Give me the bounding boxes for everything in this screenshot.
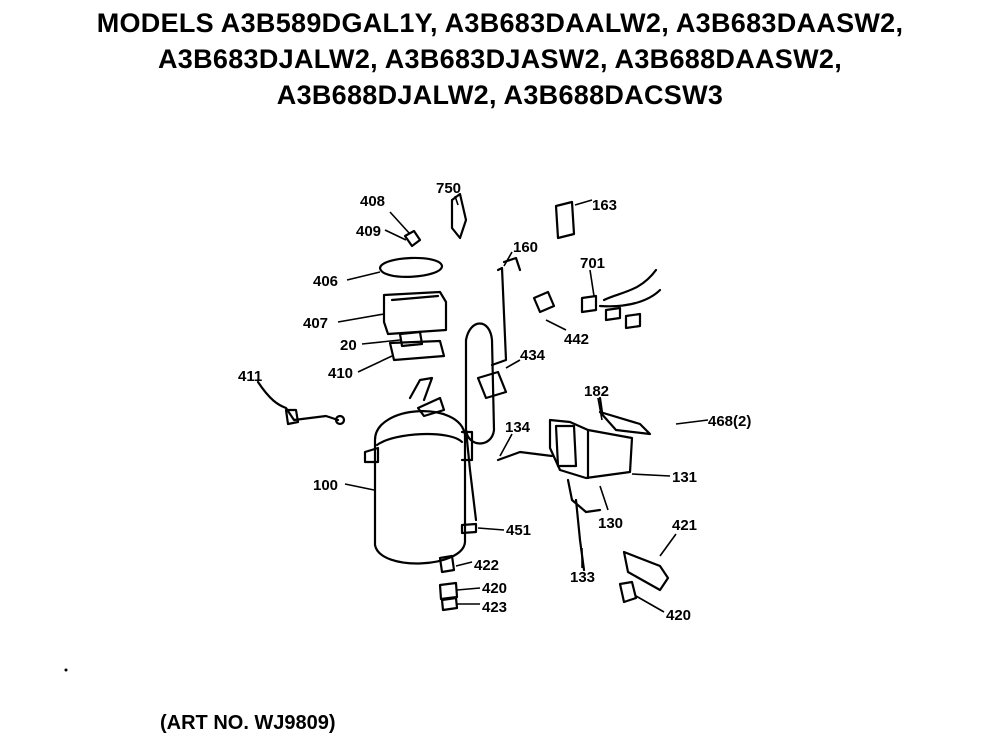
callout-468: 468(2) [708,413,751,430]
mounting-bracket-part [618,550,670,604]
callout-411: 411 [238,368,262,385]
callout-423: 423 [482,599,507,616]
callout-442: 442 [564,331,589,348]
callout-421: 421 [672,517,697,534]
art-number: (ART NO. WJ9809) [160,712,336,734]
callout-451: 451 [506,522,531,539]
callout-750: 750 [436,180,461,197]
callout-434: 434 [520,347,546,364]
callout-134: 134 [505,419,531,436]
callout-20: 20 [340,337,357,354]
callout-130: 130 [598,515,623,532]
capacitor-clip-parts [532,200,662,330]
callout-182: 182 [584,383,609,400]
callout-leaders [64,195,709,672]
callout-160: 160 [513,239,538,256]
callout-133: 133 [570,569,595,586]
callout-409: 409 [356,223,381,240]
accumulator-part [464,256,522,522]
models-title-line-3: A3B688DJALW2, A3B688DACSW3 [276,80,724,110]
models-title-line-1: MODELS A3B589DGAL1Y, A3B683DAALW2, A3B68… [96,8,904,38]
callout-422: 422 [474,557,499,574]
callout-131: 131 [672,469,697,486]
callout-406: 406 [313,273,338,290]
overload-parts [378,192,468,362]
callout-410: 410 [328,365,353,382]
callout-163: 163 [592,197,617,214]
models-title-line-2: A3B683DJALW2, A3B683DJASW2, A3B688DAASW2… [157,44,843,74]
terminal-wire-part [256,380,346,426]
callout-100: 100 [313,477,338,494]
callout-408: 408 [360,193,385,210]
callout-420-compressor: 420 [482,580,507,597]
callout-407: 407 [303,315,328,332]
callout-701: 701 [580,255,605,272]
compressor-part [363,376,478,612]
callout-420: 420 [666,607,691,624]
